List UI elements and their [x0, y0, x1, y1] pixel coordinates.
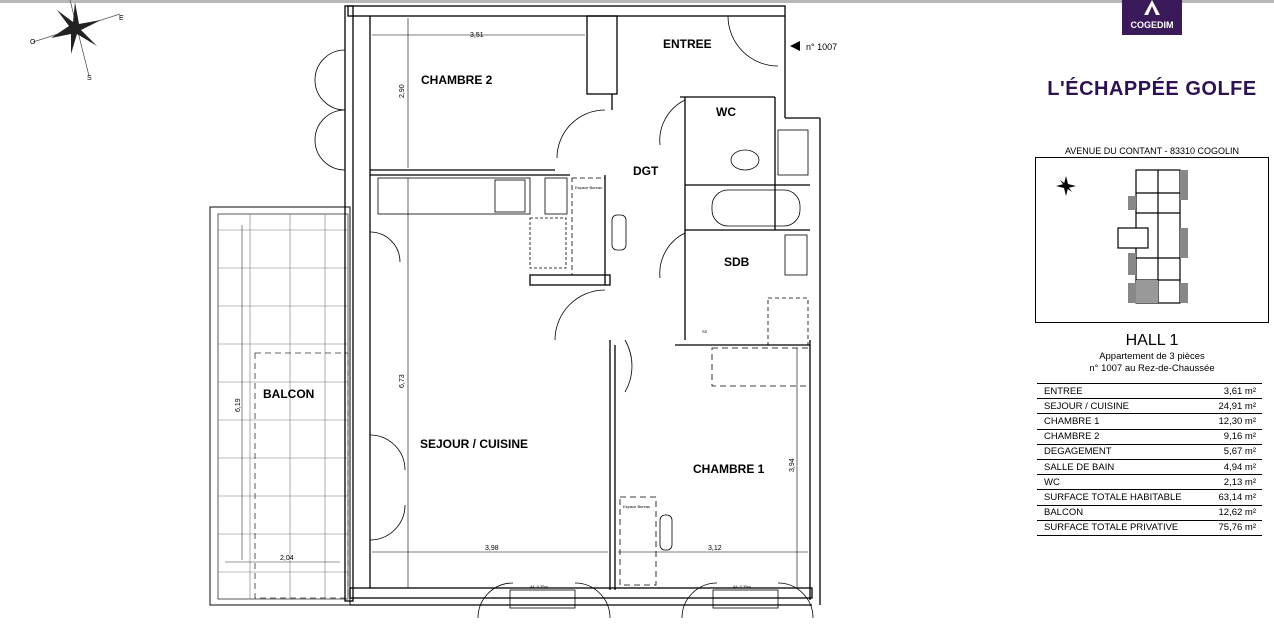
unit-location: n° 1007 au Rez-de-Chaussée	[1089, 363, 1215, 374]
area-value: 5,67 m²	[1203, 444, 1262, 460]
fixtures	[377, 129, 811, 609]
compass-star-icon	[1056, 176, 1076, 196]
dimension-label: 3,94	[789, 458, 796, 472]
area-value: 3,61 m²	[1203, 382, 1262, 400]
arrow-icon	[790, 41, 800, 51]
highlighted-unit	[1136, 280, 1158, 303]
svg-text:n° 1007: n° 1007	[806, 42, 837, 52]
area-label: SURFACE TOTALE PRIVATIVE	[1037, 520, 1204, 536]
room-label-balcon: BALCON	[263, 387, 314, 401]
area-value: 4,94 m²	[1203, 459, 1262, 476]
area-label: SURFACE TOTALE HABITABLE	[1037, 489, 1204, 506]
area-label: WC	[1037, 474, 1204, 491]
area-label: SEJOUR / CUISINE	[1037, 398, 1204, 415]
dimension-label: 6,73	[399, 374, 406, 388]
annotation: All. 0,35m	[530, 584, 548, 589]
area-label: BALCON	[1037, 505, 1204, 521]
unit-marker: n° 1007	[790, 41, 837, 52]
dimension-label: 3,98	[485, 545, 499, 552]
floor-plan: E O S	[30, 0, 837, 619]
svg-text:S: S	[87, 75, 92, 82]
unit-type: Appartement de 3 pièces	[1099, 351, 1205, 362]
dimension-label: 2,04	[280, 555, 294, 562]
annotation: Espace Bureau	[623, 504, 650, 509]
area-value: 12,30 m²	[1203, 413, 1262, 430]
area-value: 63,14 m²	[1203, 489, 1262, 506]
annotation: SS	[702, 329, 708, 334]
annotation: All. 0,35m	[733, 584, 751, 589]
room-label-dgt: DGT	[633, 164, 659, 178]
area-value: 24,91 m²	[1203, 398, 1262, 415]
area-label: ENTREE	[1037, 382, 1204, 400]
area-label: CHAMBRE 1	[1037, 413, 1204, 430]
dimension-lines	[372, 18, 808, 588]
hall-label: HALL 1	[1125, 332, 1179, 349]
dimension-label: 3,12	[708, 545, 722, 552]
room-label-entree: ENTREE	[663, 37, 712, 51]
area-value: 9,16 m²	[1203, 429, 1262, 445]
room-label-sdb: SDB	[724, 255, 750, 269]
area-label: CHAMBRE 2	[1037, 429, 1204, 445]
dimension-label: 6,19	[235, 398, 242, 412]
room-label-chambre2: CHAMBRE 2	[421, 73, 493, 87]
dimension-label: 3,51	[470, 32, 484, 39]
walls	[344, 5, 821, 606]
room-label-wc: WC	[716, 105, 736, 119]
area-value: 12,62 m²	[1203, 505, 1262, 521]
compass-rose-icon: E O S	[30, 0, 124, 82]
top-border	[0, 0, 1274, 3]
logo-text: COGEDIM	[1130, 20, 1174, 30]
location-plan	[1035, 157, 1269, 323]
area-value: 75,76 m²	[1203, 520, 1262, 536]
logo-mark-icon	[1144, 0, 1160, 15]
room-label-sejour: SEJOUR / CUISINE	[420, 437, 528, 451]
area-value: 2,13 m²	[1203, 474, 1262, 491]
annotation: Espace Bureau	[575, 185, 602, 190]
dimension-label: 2,90	[399, 84, 406, 98]
svg-text:E: E	[119, 15, 124, 22]
area-label: DEGAGEMENT	[1037, 444, 1204, 460]
project-address: AVENUE DU CONTANT - 83310 COGOLIN	[1064, 146, 1240, 156]
balcony	[209, 206, 351, 606]
cogedim-logo: COGEDIM	[1122, 0, 1182, 35]
door-swings	[314, 15, 814, 619]
project-title: L'ÉCHAPPÉE GOLFE	[1047, 78, 1257, 100]
svg-text:O: O	[30, 39, 36, 46]
area-label: SALLE DE BAIN	[1037, 459, 1204, 476]
room-label-chambre1: CHAMBRE 1	[693, 462, 765, 476]
